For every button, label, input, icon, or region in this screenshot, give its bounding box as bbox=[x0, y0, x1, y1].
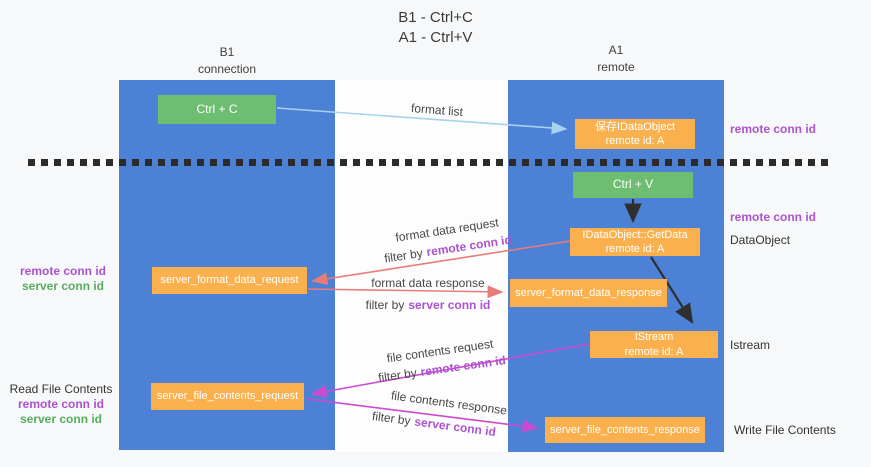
server-format-data-request-label: server_format_data_request bbox=[160, 274, 299, 287]
left-column-name: B1 bbox=[219, 45, 235, 59]
left-label-remote-conn-id-1: remote conn id bbox=[19, 264, 106, 278]
right-label-dataobject: DataObject bbox=[730, 233, 791, 247]
left-conn-id-stack-1: remote conn id server conn id bbox=[13, 264, 113, 294]
idataobject-getdata-box: IDataObject::GetData remote id: A bbox=[570, 228, 700, 256]
right-column-header: A1 remote bbox=[508, 42, 724, 77]
left-column-role: connection bbox=[197, 62, 257, 77]
page-title: B1 - Ctrl+C A1 - Ctrl+V bbox=[0, 8, 871, 49]
server-file-contents-request-box: server_file_contents_request bbox=[151, 383, 304, 410]
left-column-header: B1 connection bbox=[119, 44, 335, 79]
ctrl-v-label: Ctrl + V bbox=[612, 177, 654, 192]
server-conn-id-highlight: server conn id bbox=[408, 298, 491, 312]
ctrl-c-label: Ctrl + C bbox=[196, 101, 238, 116]
flow-label-format-data-response: format data response bbox=[371, 276, 485, 290]
session-divider-dashed-line bbox=[28, 159, 830, 166]
left-label-remote-conn-id-2: remote conn id bbox=[17, 397, 104, 411]
filter-by-text: filter by bbox=[365, 298, 405, 312]
right-label-remote-conn-id-2: remote conn id bbox=[730, 210, 817, 224]
title-line-1: B1 - Ctrl+C bbox=[398, 9, 473, 26]
getdata-line1: IDataObject::GetData bbox=[582, 228, 688, 241]
right-label-istream: Istream bbox=[730, 338, 771, 352]
server-file-contents-response-label: server_file_contents_response bbox=[550, 423, 700, 436]
getdata-line2: remote id: A bbox=[605, 243, 665, 255]
save-idataobject-line1: 保存IDataObject bbox=[594, 120, 676, 133]
right-label-write-file-contents: Write File Contents bbox=[734, 423, 836, 437]
title-line-2: A1 - Ctrl+V bbox=[398, 29, 473, 47]
server-file-contents-request-label: server_file_contents_request bbox=[156, 390, 299, 403]
left-conn-id-stack-2: Read File Contents remote conn id server… bbox=[5, 382, 117, 427]
right-label-remote-conn-id-1: remote conn id bbox=[730, 122, 817, 136]
left-label-server-conn-id-2: server conn id bbox=[19, 412, 103, 426]
server-format-data-response-label: server_format_data_response bbox=[515, 286, 662, 299]
server-format-data-response-box: server_format_data_response bbox=[510, 279, 667, 307]
left-label-read-file-contents: Read File Contents bbox=[9, 382, 113, 396]
ctrl-v-box: Ctrl + V bbox=[573, 172, 693, 198]
istream-line2: remote id: A bbox=[624, 345, 684, 358]
left-label-server-conn-id-1: server conn id bbox=[21, 279, 105, 293]
save-idataobject-line2: remote id: A bbox=[605, 135, 665, 147]
server-file-contents-response-box: server_file_contents_response bbox=[545, 417, 705, 443]
ctrl-c-box: Ctrl + C bbox=[158, 95, 276, 124]
istream-line1: IStream bbox=[634, 331, 674, 344]
istream-box: IStream remote id: A bbox=[590, 331, 718, 358]
save-idataobject-box: 保存IDataObject remote id: A bbox=[575, 119, 695, 149]
right-column-name: A1 bbox=[608, 43, 624, 57]
server-format-data-request-box: server_format_data_request bbox=[152, 267, 307, 294]
right-column-role: remote bbox=[597, 60, 635, 75]
